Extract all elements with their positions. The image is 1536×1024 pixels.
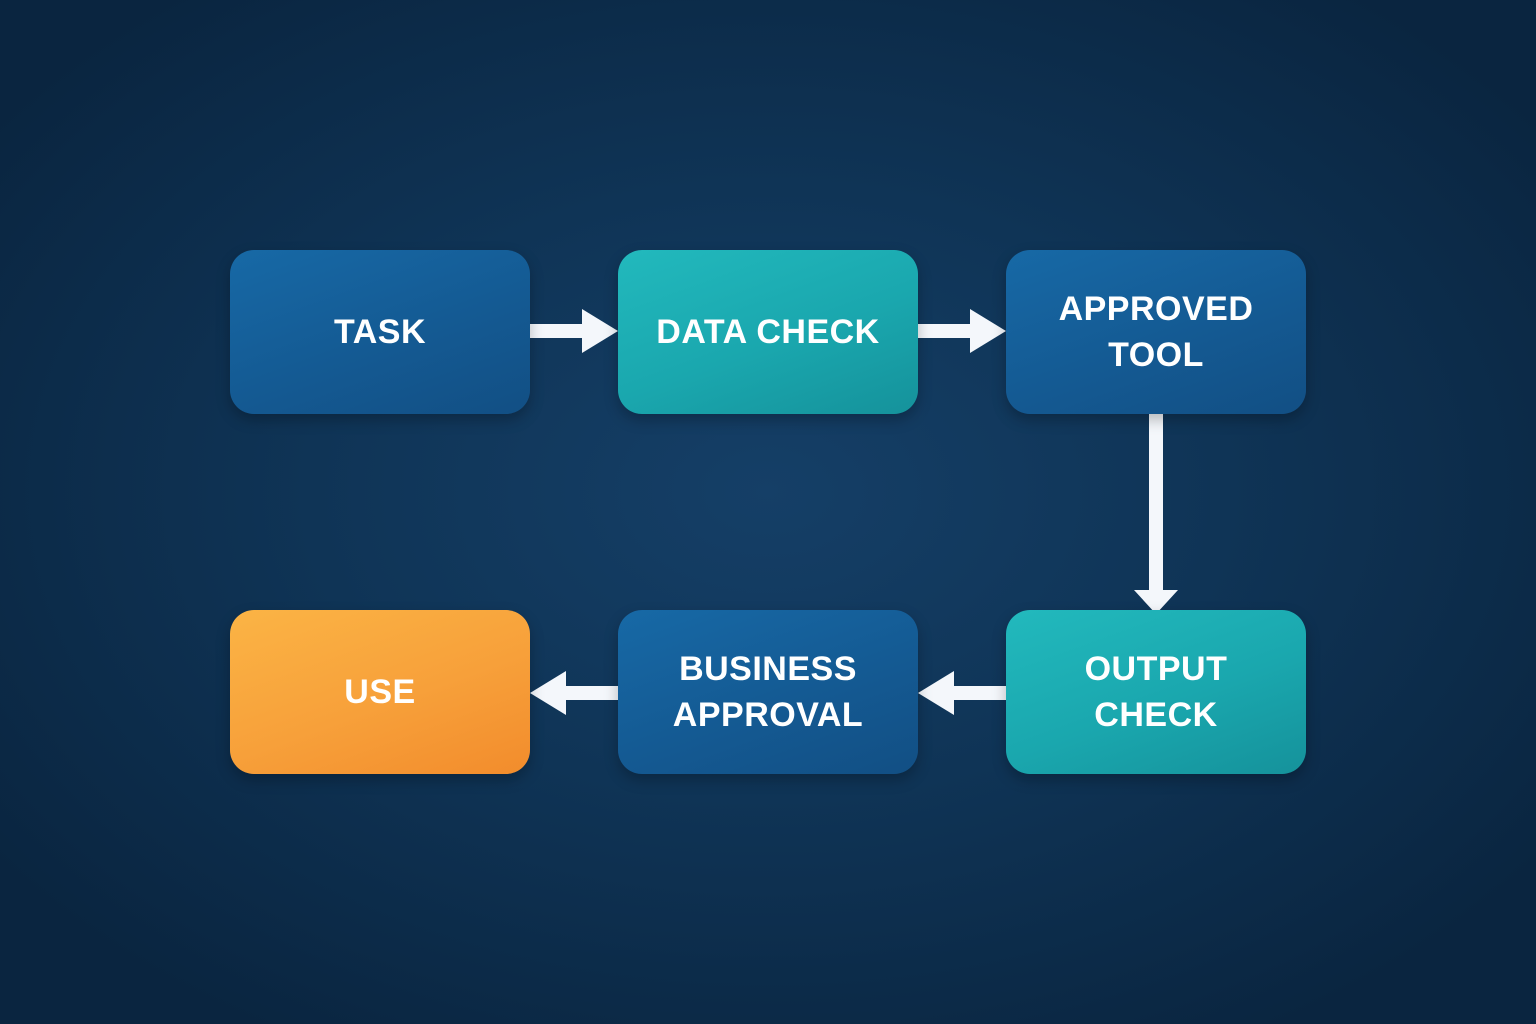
arrow-data-check-to-approved-tool [918, 309, 1006, 353]
node-output-check: OUTPUT CHECK [1006, 610, 1306, 774]
arrow-business-approval-to-use [530, 671, 618, 715]
node-approved-tool-label: APPROVED TOOL [1058, 290, 1254, 374]
node-output-check-label: OUTPUT CHECK [1084, 650, 1228, 734]
node-business-approval-label: BUSINESS APPROVAL [672, 650, 864, 734]
node-task-label: TASK [333, 313, 427, 351]
node-task: TASK [230, 250, 530, 414]
node-approved-tool: APPROVED TOOL [1006, 250, 1306, 414]
node-use-label: USE [344, 673, 416, 711]
arrow-task-to-data-check [530, 309, 618, 353]
arrow-approved-tool-to-output-check [1134, 414, 1178, 614]
node-data-check: DATA CHECK [618, 250, 918, 414]
arrow-output-check-to-business-approval [918, 671, 1006, 715]
node-use: USE [230, 610, 530, 774]
node-data-check-label: DATA CHECK [656, 313, 880, 351]
node-business-approval: BUSINESS APPROVAL [618, 610, 918, 774]
